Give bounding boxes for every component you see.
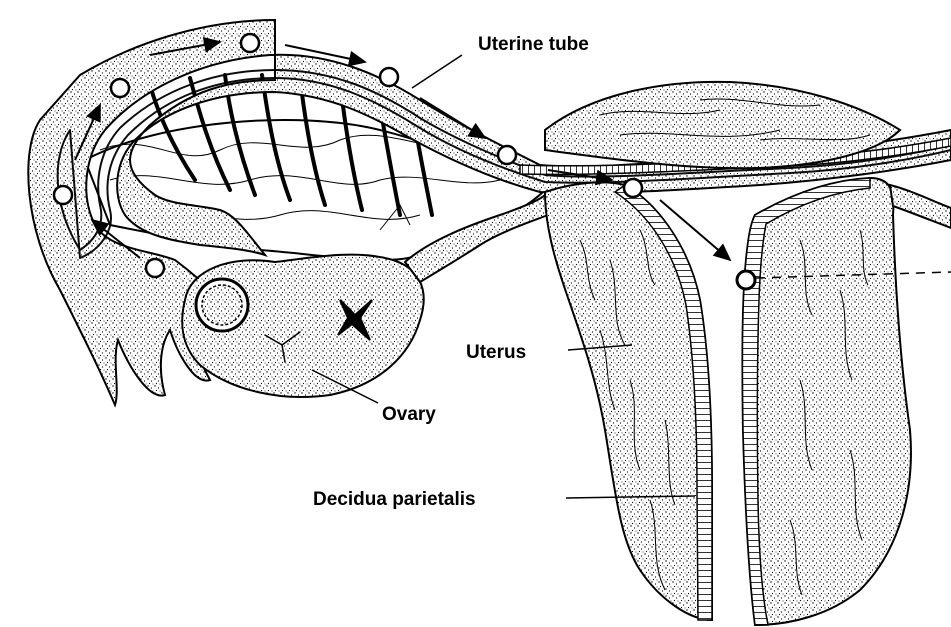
uterus-left-wall: [545, 182, 712, 620]
ovum-circle: [624, 179, 642, 197]
decidua-parietalis-label: Decidua parietalis: [313, 489, 476, 510]
uterus-right-wall: [742, 178, 951, 625]
ovum-circle: [380, 68, 398, 86]
ovum-circle: [146, 259, 164, 277]
ovum-circle: [241, 34, 259, 52]
uterine-tube-label: Uterine tube: [478, 34, 589, 55]
ovary-upper-lobe: [545, 82, 900, 168]
ovary-label: Ovary: [382, 404, 436, 425]
ovum-circle: [111, 79, 129, 97]
ovum-circle: [54, 186, 72, 204]
ovum-circle: [498, 146, 516, 164]
uterus-label: Uterus: [466, 342, 526, 363]
implantation-circle: [737, 271, 755, 289]
uterine-tube-leader: [412, 55, 462, 88]
